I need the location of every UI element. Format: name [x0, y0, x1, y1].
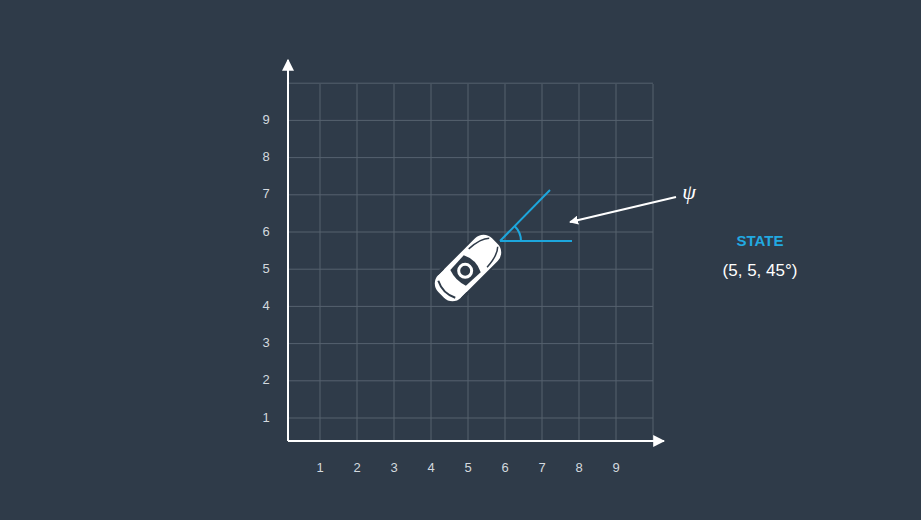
x-tick-label: 4 [427, 461, 434, 475]
state-value: (5, 5, 45°) [723, 262, 798, 281]
x-tick-label: 8 [575, 461, 582, 475]
car-icon [427, 227, 509, 309]
x-tick-label: 5 [464, 461, 471, 475]
y-tick-label: 1 [262, 410, 269, 424]
heading-angle [500, 190, 572, 241]
y-tick-label: 2 [262, 373, 269, 387]
y-tick-label: 5 [262, 262, 269, 276]
x-axis [288, 440, 664, 442]
y-axis [287, 60, 289, 441]
y-tick-label: 7 [262, 187, 269, 201]
y-tick-label: 9 [262, 113, 269, 127]
state-heading: STATE [737, 233, 784, 250]
x-tick-label: 1 [316, 461, 323, 475]
psi-symbol: ψ [682, 180, 696, 204]
grid-lines [288, 83, 653, 441]
y-tick-label: 4 [262, 299, 269, 313]
leader-arrow [570, 197, 676, 222]
x-tick-label: 9 [612, 461, 619, 475]
x-tick-label: 3 [390, 461, 397, 475]
x-tick-label: 6 [501, 461, 508, 475]
x-tick-label: 7 [538, 461, 545, 475]
y-tick-label: 8 [262, 150, 269, 164]
x-tick-label: 2 [353, 461, 360, 475]
y-tick-label: 3 [262, 336, 269, 350]
y-tick-label: 6 [262, 224, 269, 238]
